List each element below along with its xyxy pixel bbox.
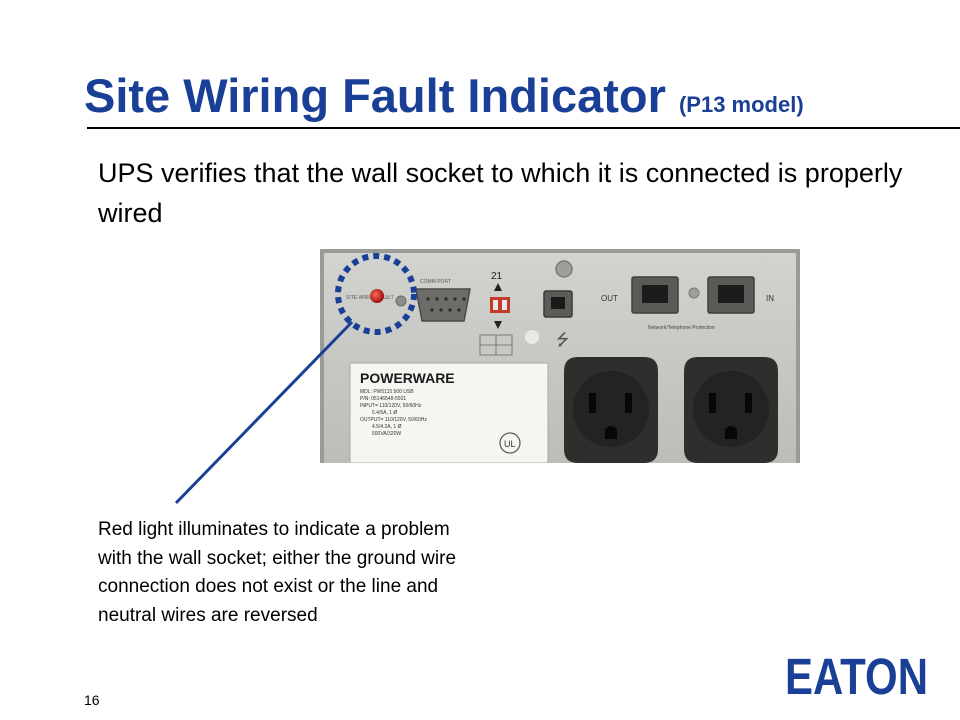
usb-icon: ⭍	[556, 330, 569, 349]
ul-text: UL	[504, 439, 516, 449]
dip-switch-number: 21	[491, 271, 503, 282]
screw-icon	[395, 295, 407, 307]
fault-indicator-led	[370, 289, 384, 303]
comm-port-label: COMM PORT	[420, 279, 451, 285]
screw-icon	[688, 287, 700, 299]
brand-text: POWERWARE	[360, 370, 455, 386]
out-label: OUT	[601, 294, 618, 303]
logo-text: EATON	[785, 652, 928, 698]
input-current-text: 5.4/5A, 1 Ø	[372, 410, 397, 416]
screw-icon	[525, 330, 539, 344]
page-number: 16	[84, 692, 100, 708]
slide-title: Site Wiring Fault Indicator (P13 model)	[84, 66, 804, 135]
ac-outlet-left	[564, 357, 658, 463]
rating-label-sticker	[349, 362, 549, 463]
eaton-logo: EATON	[785, 652, 928, 698]
screw-icon	[555, 260, 573, 278]
output-rating-text: OUTPUT= 110/120V, 50/60Hz	[360, 417, 427, 423]
title-underline	[87, 127, 960, 129]
network-label: Network/Telephone Protection	[648, 325, 715, 331]
title-suffix: (P13 model)	[678, 92, 804, 117]
part-number-text: P/N: 05146548-5501	[360, 396, 406, 402]
ac-outlet-right	[684, 357, 778, 463]
input-rating-text: INPUT= 110/120V, 50/60Hz	[360, 403, 422, 409]
body-text: UPS verifies that the wall socket to whi…	[98, 158, 903, 228]
power-rating-text: 500VA/320W	[372, 431, 401, 437]
output-current-text: 4.5/4.2A, 1 Ø	[372, 424, 402, 430]
ups-rear-panel-photo: SITE WIRING FAULT COMM PORT 21 ⭍ OUT IN …	[320, 249, 800, 463]
callout-caption: Red light illuminates to indicate a prob…	[98, 519, 457, 626]
ul-mark	[499, 432, 521, 454]
model-text: MDL: PW5115 500 USB	[360, 389, 414, 395]
site-wiring-label: SITE WIRING FAULT	[346, 295, 394, 301]
in-label: IN	[766, 294, 774, 303]
serial-port	[415, 288, 471, 322]
title-main: Site Wiring Fault Indicator	[84, 69, 666, 122]
